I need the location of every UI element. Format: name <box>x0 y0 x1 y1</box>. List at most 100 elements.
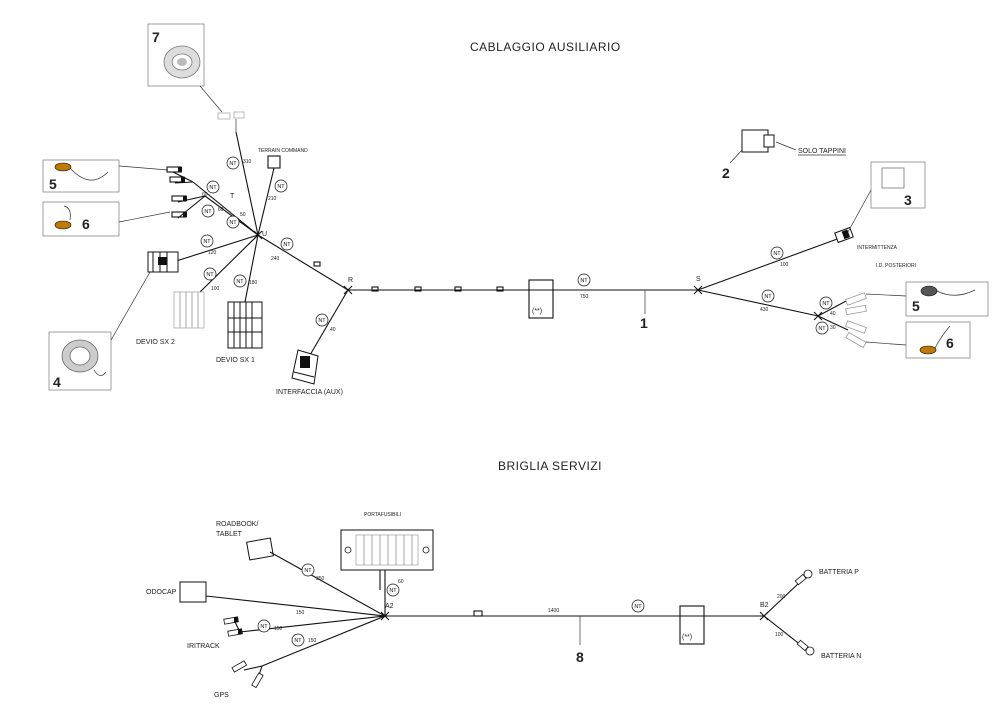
clip <box>454 286 462 292</box>
length-150b: 150 <box>274 626 283 632</box>
length-120: 120 <box>208 250 217 256</box>
clip <box>313 261 321 267</box>
nt-marker: NT <box>200 234 214 248</box>
iritrack-connectors <box>223 616 243 637</box>
svg-text:NT: NT <box>229 220 237 226</box>
branch-to-7 <box>235 131 259 236</box>
svg-text:NT: NT <box>229 161 237 167</box>
nt-marker: NT <box>386 583 400 597</box>
gps-connectors <box>231 660 264 689</box>
length-100: 100 <box>211 286 220 292</box>
node-u: U <box>253 230 267 240</box>
wire-conn <box>204 195 259 236</box>
svg-text:B2: B2 <box>760 602 769 609</box>
leader-6-left <box>118 211 171 223</box>
branch-devio-sx2b <box>199 234 259 293</box>
svg-text:NT: NT <box>634 604 642 610</box>
devio-sx2-bullets <box>173 291 205 329</box>
nt-marker: NT <box>815 321 829 335</box>
callout-6-right: 6 <box>946 335 954 351</box>
node-rear <box>813 311 823 321</box>
length-150: 150 <box>296 610 305 616</box>
top-harness: R S U (**) NT 750 1 <box>42 23 989 396</box>
svg-text:NT: NT <box>580 278 588 284</box>
branch-terrain <box>257 167 275 236</box>
svg-text:NT: NT <box>773 251 781 257</box>
roadbook-label-1: ROADBOOK/ <box>216 521 258 528</box>
solo-tappini-label: SOLO TAPPINI <box>798 148 846 155</box>
leader-6-right <box>865 341 907 346</box>
iritrack-label: IRITRACK <box>187 643 220 650</box>
length-200: 200 <box>777 594 786 600</box>
leader-4 <box>110 271 151 341</box>
devio-sx2-connector <box>147 251 179 273</box>
rear-bullets <box>845 292 867 349</box>
length-50: 50 <box>240 212 246 218</box>
callout-8: 8 <box>576 649 584 665</box>
svg-text:NT: NT <box>260 624 268 630</box>
node-b2: B2 <box>759 602 769 621</box>
length-60: 60 <box>202 192 208 198</box>
length-100c: 100 <box>775 632 784 638</box>
length-310: 310 <box>243 159 252 165</box>
batteria-p-label: BATTERIA P <box>819 569 859 576</box>
branch-interfaccia <box>309 289 349 356</box>
portafusibili-label: PORTAFUSIBILI <box>364 512 401 518</box>
item-5-right-box <box>905 281 989 317</box>
svg-text:NT: NT <box>389 588 397 594</box>
roadbook-connector <box>246 537 274 561</box>
terrain-command-connector <box>267 155 281 169</box>
bullet-connectors-upper <box>166 166 187 218</box>
svg-text:NT: NT <box>209 185 217 191</box>
gps-label: GPS <box>214 692 229 699</box>
fuse-box <box>340 529 434 571</box>
indicator-icon <box>919 325 951 355</box>
callout-3: 3 <box>904 192 912 208</box>
svg-text:NT: NT <box>206 272 214 278</box>
length-350: 350 <box>316 576 325 582</box>
callout-6-left: 6 <box>82 216 90 232</box>
branch-id-posteriori <box>697 289 819 317</box>
svg-text:NT: NT <box>236 279 244 285</box>
nt-marker: NT <box>206 180 220 194</box>
wire-conn <box>817 299 849 317</box>
svg-text:NT: NT <box>764 294 772 300</box>
wire-odocap <box>205 595 386 617</box>
leader-5-right <box>865 293 907 297</box>
leader-5-left <box>118 165 169 171</box>
callout-5-left: 5 <box>49 176 57 192</box>
indicator-icon <box>920 285 976 297</box>
horn-icon <box>163 45 201 79</box>
nt-marker: NT <box>291 633 305 647</box>
protection-box-bottom <box>679 605 705 645</box>
indicator-icon <box>54 205 72 230</box>
item-2-caps <box>729 129 797 164</box>
wire-batteria-p <box>763 581 801 617</box>
length-180: 180 <box>249 280 258 286</box>
length-100b: 100 <box>780 262 789 268</box>
nt-marker: NT <box>315 313 329 327</box>
devio-sx1-connector <box>227 301 263 349</box>
ring-terminal-p <box>794 569 813 586</box>
length-60b: 60 <box>398 579 404 585</box>
wire-conn <box>817 315 849 331</box>
branch-devio-sx1 <box>244 234 259 303</box>
devio-sx2-label: DEVIO SX 2 <box>136 339 175 346</box>
nt-marker: NT <box>274 179 288 193</box>
callout-4: 4 <box>53 374 61 390</box>
nt-marker: NT <box>233 274 247 288</box>
length-30: 30 <box>830 325 836 331</box>
intermittenza-connector <box>834 226 854 244</box>
interfaccia-connector <box>291 349 319 385</box>
node-s: S <box>693 276 703 295</box>
node-a2: A2 <box>380 603 394 621</box>
trunk-u-r <box>257 234 349 291</box>
branch-devio-sx2 <box>169 234 259 264</box>
svg-text:U: U <box>262 231 267 238</box>
nt-marker: NT <box>631 599 645 613</box>
callout-1: 1 <box>640 315 648 331</box>
length-240: 240 <box>271 256 280 262</box>
wire-roadbook <box>269 551 386 617</box>
length-60b: 60 <box>218 207 224 213</box>
